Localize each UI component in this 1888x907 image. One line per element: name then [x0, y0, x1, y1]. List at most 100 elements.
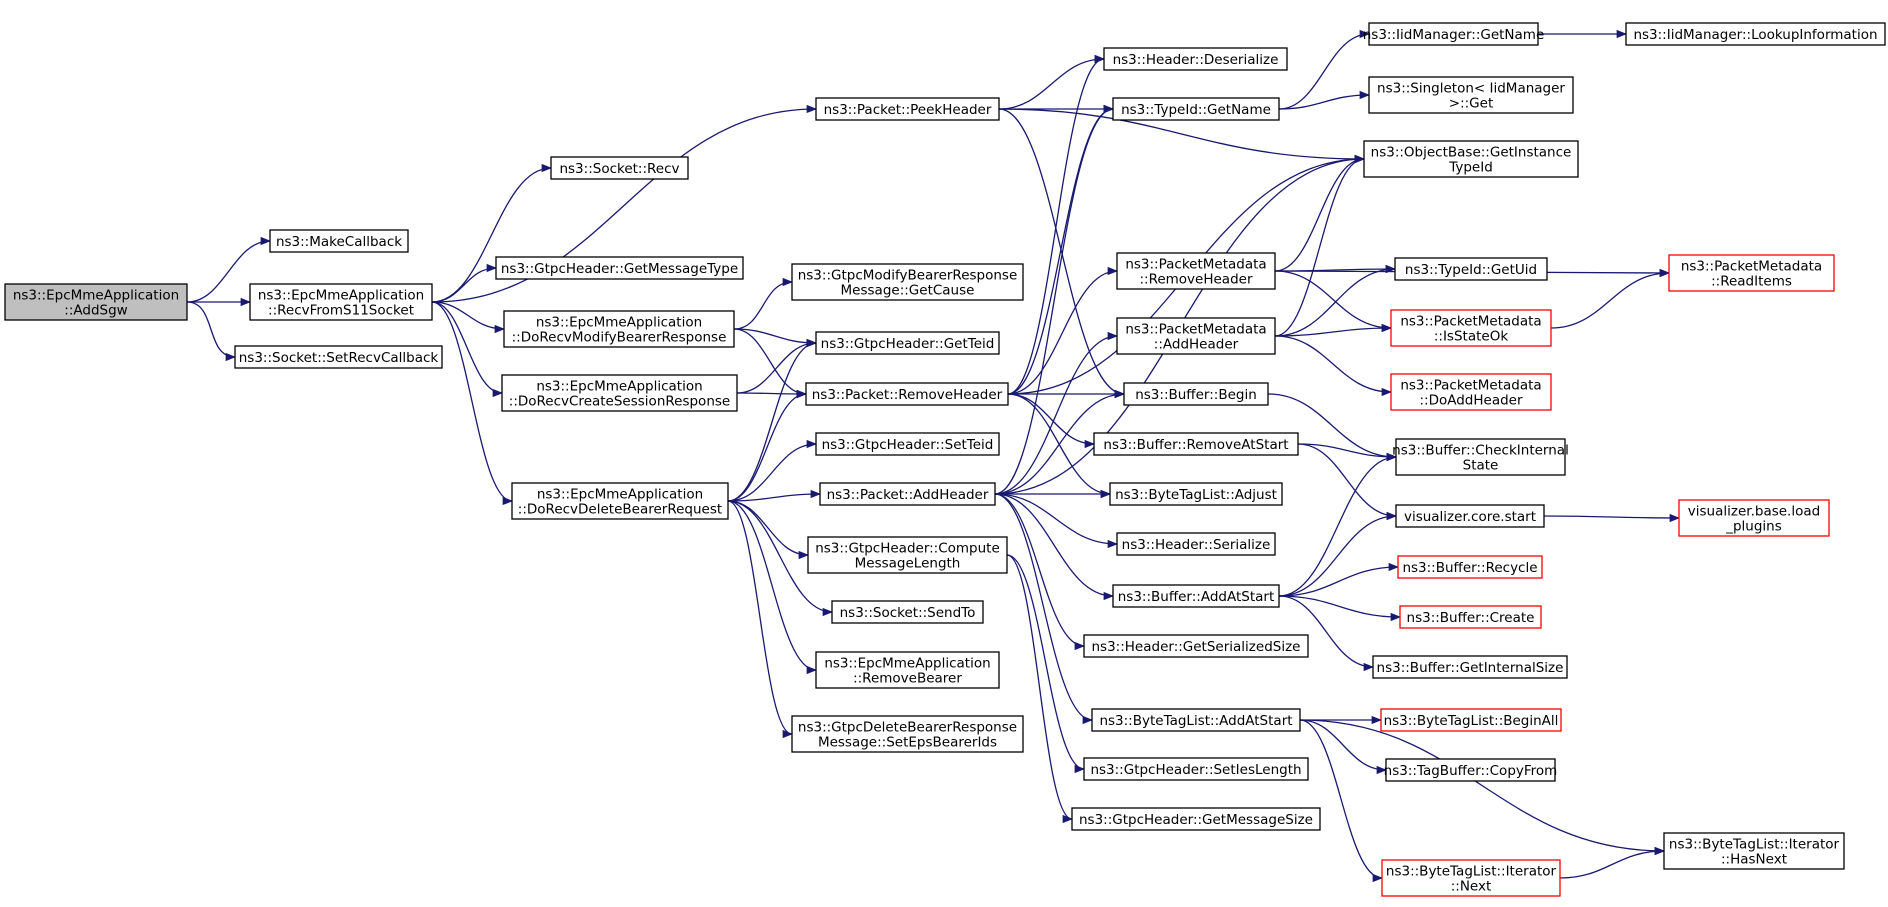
node-label: ns3::ObjectBase::GetInstance: [1371, 145, 1572, 161]
node-bufremove[interactable]: ns3::Buffer::RemoveAtStart: [1093, 432, 1299, 456]
node-label: ns3::Buffer::Recycle: [1402, 560, 1537, 576]
node-iidgetname[interactable]: ns3::IidManager::GetName: [1363, 22, 1545, 46]
node-label: ns3::ByteTagList::Iterator: [1669, 837, 1840, 853]
node-recycle[interactable]: ns3::Buffer::Recycle: [1397, 555, 1543, 579]
node-doaddheader[interactable]: ns3::PacketMetadata::DoAddHeader: [1390, 373, 1552, 411]
node-readitems[interactable]: ns3::PacketMetadata::ReadItems: [1668, 254, 1835, 292]
node-box: [1071, 807, 1321, 831]
node-box: [1083, 757, 1309, 781]
edge-vizstart-to-loadplugins: [1543, 513, 1681, 523]
node-box: [1385, 758, 1556, 782]
edge-removeheader-to-bufremove: [1007, 393, 1096, 449]
node-getmsgtype[interactable]: ns3::GtpcHeader::GetMessageType: [495, 256, 744, 280]
node-label: Message::GetCause: [841, 283, 975, 299]
node-label: ns3::ByteTagList::BeginAll: [1384, 713, 1559, 729]
node-label: ::ReadItems: [1711, 274, 1792, 290]
node-pmremove[interactable]: ns3::PacketMetadata::RemoveHeader: [1116, 252, 1276, 290]
edge-addheader-to-getsersize: [994, 493, 1086, 651]
node-box: [269, 229, 409, 253]
node-box: [234, 345, 443, 369]
node-label: ::RecvFromS11Socket: [268, 303, 414, 319]
node-setepsids[interactable]: ns3::GtpcDeleteBearerResponseMessage::Se…: [791, 715, 1024, 753]
node-label: ns3::GtpcHeader::GetMessageSize: [1079, 812, 1313, 828]
node-deserialize[interactable]: ns3::Header::Deserialize: [1103, 47, 1288, 71]
node-beginall[interactable]: ns3::ByteTagList::BeginAll: [1380, 708, 1562, 732]
edge-dorecvdel-to-setteid: [727, 439, 818, 502]
edge-addheader-to-bufaddstart: [994, 493, 1115, 601]
node-setieslen[interactable]: ns3::GtpcHeader::SetIesLength: [1083, 757, 1309, 781]
node-getname[interactable]: ns3::TypeId::GetName: [1112, 97, 1280, 121]
node-peekheader[interactable]: ns3::Packet::PeekHeader: [815, 97, 1000, 121]
node-vizstart[interactable]: visualizer.core.start: [1395, 504, 1545, 528]
node-hdrserialize[interactable]: ns3::Header::Serialize: [1116, 532, 1276, 556]
node-label: ns3::Socket::SetRecvCallback: [239, 350, 439, 366]
node-box: [791, 715, 1024, 753]
node-btladjust[interactable]: ns3::ByteTagList::Adjust: [1109, 482, 1283, 506]
node-label: _plugins: [1725, 519, 1782, 535]
node-addheader[interactable]: ns3::Packet::AddHeader: [819, 482, 996, 506]
node-sendto[interactable]: ns3::Socket::SendTo: [831, 600, 984, 624]
node-label: ns3::EpcMmeApplication: [824, 656, 990, 672]
edge-isstateok-to-readitems: [1550, 268, 1671, 329]
node-getintsize[interactable]: ns3::Buffer::GetInternalSize: [1372, 655, 1568, 679]
node-dorecvdel[interactable]: ns3::EpcMmeApplication::DoRecvDeleteBear…: [511, 482, 729, 520]
node-box: [805, 382, 1009, 406]
node-box: [501, 374, 738, 412]
node-bufaddstart[interactable]: ns3::Buffer::AddAtStart: [1112, 584, 1280, 608]
node-label: ::HasNext: [1721, 852, 1787, 868]
node-label: ns3::Packet::RemoveHeader: [812, 387, 1003, 403]
node-bufcreate[interactable]: ns3::Buffer::Create: [1399, 605, 1542, 629]
node-getcause[interactable]: ns3::GtpcModifyBearerResponseMessage::Ge…: [791, 263, 1024, 301]
edge-addsgw-to-setrecvcb: [186, 301, 237, 362]
node-box: [1663, 832, 1845, 870]
node-getuid[interactable]: ns3::TypeId::GetUid: [1394, 257, 1548, 281]
node-removeheader[interactable]: ns3::Packet::RemoveHeader: [805, 382, 1009, 406]
node-dorecvcreate[interactable]: ns3::EpcMmeApplication::DoRecvCreateSess…: [501, 374, 738, 412]
edge-btladdstart-to-copyfrom: [1299, 719, 1388, 775]
node-label: ns3::PacketMetadata: [1125, 322, 1266, 338]
node-box: [1109, 482, 1283, 506]
node-pmadd[interactable]: ns3::PacketMetadata::AddHeader: [1116, 317, 1276, 355]
node-makecb[interactable]: ns3::MakeCallback: [269, 229, 409, 253]
edge-pmadd-to-getuid: [1274, 264, 1397, 337]
node-setrecvcb[interactable]: ns3::Socket::SetRecvCallback: [234, 345, 443, 369]
node-btladdstart[interactable]: ns3::ByteTagList::AddAtStart: [1091, 708, 1301, 732]
edge-computelen-to-getmsgsize: [1006, 554, 1074, 824]
node-setteid[interactable]: ns3::GtpcHeader::SetTeid: [815, 432, 1000, 456]
edge-recvs11-to-dorecvmod: [431, 301, 506, 334]
node-label: ns3::EpcMmeApplication: [536, 315, 702, 331]
node-label: ns3::PacketMetadata: [1125, 257, 1266, 273]
edge-addheader-to-hdrserialize: [994, 493, 1119, 549]
node-singleton[interactable]: ns3::Singleton< IidManager>::Get: [1368, 76, 1574, 114]
node-getmsgsize[interactable]: ns3::GtpcHeader::GetMessageSize: [1071, 807, 1321, 831]
node-addsgw[interactable]: ns3::EpcMmeApplication::AddSgw: [4, 283, 188, 321]
node-isstateok[interactable]: ns3::PacketMetadata::IsStateOk: [1390, 309, 1552, 347]
node-label: ns3::IidManager::LookupInformation: [1633, 27, 1877, 43]
node-itnext[interactable]: ns3::ByteTagList::Iterator::Next: [1381, 859, 1561, 897]
node-label: MessageLength: [855, 556, 961, 572]
node-getsersize[interactable]: ns3::Header::GetSerializedSize: [1083, 634, 1309, 658]
node-getteid[interactable]: ns3::GtpcHeader::GetTeid: [815, 331, 1000, 355]
edge-removeheader-to-deserialize: [1007, 54, 1106, 395]
node-recvs11[interactable]: ns3::EpcMmeApplication::RecvFromS11Socke…: [249, 283, 433, 321]
node-box: [1368, 76, 1574, 114]
node-label: ::Next: [1451, 879, 1492, 895]
node-dorecvmod[interactable]: ns3::EpcMmeApplication::DoRecvModifyBear…: [503, 310, 735, 348]
node-box: [1625, 22, 1886, 46]
node-label: ns3::PacketMetadata: [1400, 378, 1541, 394]
node-label: ns3::ByteTagList::Iterator: [1386, 864, 1557, 880]
node-loadplugins[interactable]: visualizer.base.load_plugins: [1678, 499, 1830, 537]
node-lookupinfo[interactable]: ns3::IidManager::LookupInformation: [1625, 22, 1886, 46]
node-copyfrom[interactable]: ns3::TagBuffer::CopyFrom: [1384, 758, 1558, 782]
node-box: [1668, 254, 1835, 292]
node-label: ns3::Packet::PeekHeader: [824, 102, 992, 118]
node-sockrecv[interactable]: ns3::Socket::Recv: [550, 156, 689, 180]
node-label: ::DoAddHeader: [1419, 393, 1522, 409]
node-removebearer[interactable]: ns3::EpcMmeApplication::RemoveBearer: [815, 651, 1000, 689]
node-bufbegin[interactable]: ns3::Buffer::Begin: [1123, 382, 1269, 406]
node-label: ns3::Socket::Recv: [559, 161, 679, 177]
node-hasnext[interactable]: ns3::ByteTagList::Iterator::HasNext: [1663, 832, 1845, 870]
